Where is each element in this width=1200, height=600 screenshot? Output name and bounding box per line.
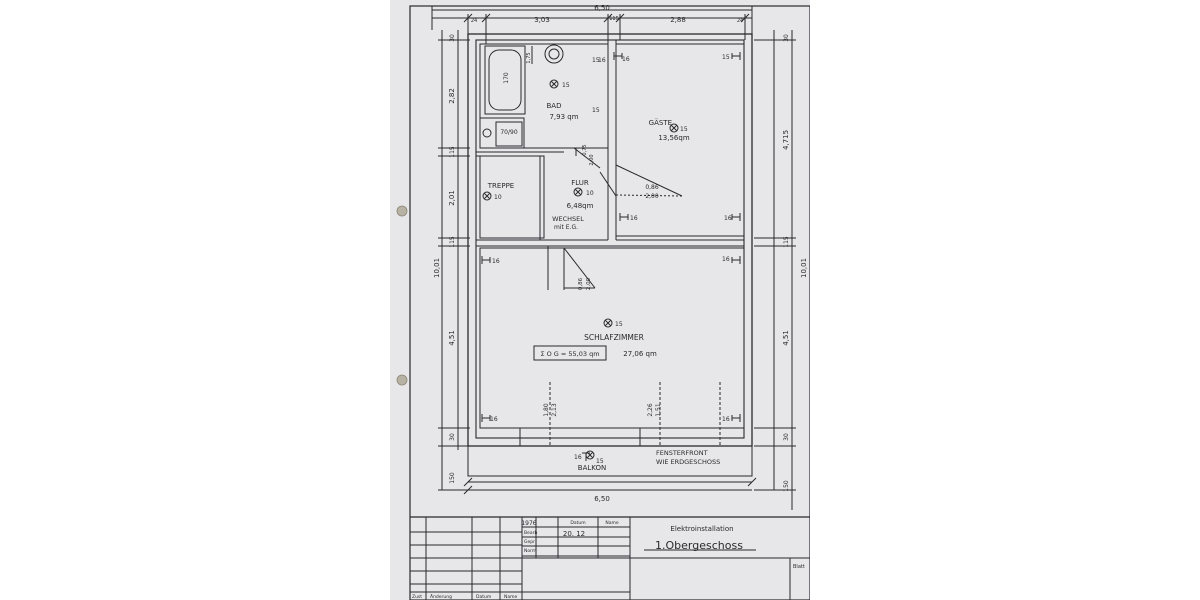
window2-bottom: 1,51 bbox=[655, 403, 662, 417]
dim-left-lower: 4,51 bbox=[448, 330, 456, 346]
gaeste-outlet-3: 16 bbox=[724, 215, 732, 222]
tb-bearb-date: 20. 12 bbox=[563, 530, 585, 538]
bed-outlet-3: 16 bbox=[490, 416, 498, 423]
bed-outlet-4: 16 bbox=[722, 416, 730, 423]
flur-light-label: 10 bbox=[586, 190, 594, 197]
bad-switch-1: 15 bbox=[592, 57, 600, 64]
dim-left-wall-a: 115 bbox=[449, 146, 456, 158]
drawing-frame bbox=[409, 5, 810, 600]
schlafzimmer-name: SCHLAFZIMMER bbox=[584, 333, 644, 342]
dim-right-wall: 115 bbox=[783, 236, 790, 248]
treppe-room bbox=[479, 155, 545, 239]
balkon-socket-label: 16 bbox=[574, 454, 582, 461]
gaeste-room bbox=[615, 43, 745, 237]
bad-switch-2: 15 bbox=[592, 107, 600, 114]
bath-door-bottom: 2,00 bbox=[589, 154, 595, 165]
dim-overall-depth-left: 10,01 bbox=[433, 258, 441, 278]
dim-left-upper: 2,82 bbox=[448, 88, 456, 104]
tb-row-bearb: Bearb bbox=[524, 530, 537, 536]
dim-left-wall: 24 bbox=[471, 18, 477, 24]
sink-label: 70/90 bbox=[500, 129, 517, 136]
toilet bbox=[544, 44, 564, 64]
dim-right-lower: 4,51 bbox=[782, 330, 790, 346]
dim-left-bottom-wall: 30 bbox=[449, 433, 456, 441]
tb-project: Elektroinstallation bbox=[670, 525, 733, 533]
toilet-note: 1,75 bbox=[526, 52, 532, 63]
bad-outlet-1: 16 bbox=[598, 57, 606, 64]
gaeste-outlet-1: 16 bbox=[622, 56, 630, 63]
bed-door-bottom: 2,00 bbox=[586, 277, 592, 290]
tb-drawing-title: 1.Obergeschoss bbox=[655, 539, 743, 552]
punch-hole bbox=[396, 374, 408, 386]
window1-top: 1,80 bbox=[543, 403, 550, 417]
tb-row-norm: Norm bbox=[524, 548, 536, 554]
dim-left-balkon: 150 bbox=[449, 472, 456, 484]
gaeste-name: GÄSTE bbox=[649, 118, 672, 127]
dim-right-upper: 4,715 bbox=[782, 130, 790, 150]
bed-light-label: 15 bbox=[615, 321, 623, 328]
facade-note-line1: FENSTERFRONT bbox=[656, 449, 708, 457]
gaeste-door-top: 0,86 bbox=[645, 184, 659, 191]
punch-hole bbox=[396, 205, 408, 217]
dim-left-wall-b: 115 bbox=[449, 236, 456, 248]
bathtub-label: 170 bbox=[503, 72, 510, 84]
dim-right-top-wall: 30 bbox=[783, 34, 790, 42]
dim-gaeste-width: 2,88 bbox=[670, 16, 686, 24]
bed-door-top: 0,86 bbox=[578, 277, 584, 290]
tb-rev-aenderung: Änderung bbox=[430, 593, 452, 600]
dim-left-flur: 2,01 bbox=[448, 190, 456, 206]
sink-unit bbox=[479, 117, 525, 149]
gaeste-area: 13,56qm bbox=[658, 134, 689, 142]
drawing-sheet: 6,50 24 3,03 115 2,88 24 30 2,82 115 2,0… bbox=[390, 0, 810, 600]
schlafzimmer-area: 27,06 qm bbox=[623, 350, 657, 358]
bath-door-top: 0,75 bbox=[582, 144, 588, 155]
treppe-light-label: 10 bbox=[494, 194, 502, 201]
tb-rev-zust: Zust bbox=[412, 594, 422, 600]
overall-width-bottom: 6,50 bbox=[594, 495, 610, 503]
dim-right-wall: 24 bbox=[737, 18, 743, 24]
tb-year: 1976 bbox=[521, 520, 536, 527]
wechsel-line1: WECHSEL bbox=[552, 215, 584, 223]
bad-area: 7,93 qm bbox=[549, 113, 578, 121]
schlafzimmer-room bbox=[479, 247, 745, 429]
title-block-grid bbox=[410, 517, 810, 600]
balkon-name: BALKON bbox=[578, 464, 606, 472]
total-area-box bbox=[533, 345, 607, 361]
treppe-name: TREPPE bbox=[487, 182, 514, 190]
balkon-light-label: 15 bbox=[596, 458, 604, 465]
gaeste-light-label: 15 bbox=[680, 126, 688, 133]
gaeste-outlet-2: 16 bbox=[630, 215, 638, 222]
wechsel-line2: mit E.G. bbox=[554, 224, 578, 231]
flur-name: FLUR bbox=[571, 179, 589, 187]
bad-light-label: 15 bbox=[562, 82, 570, 89]
dim-overall-depth-right: 10,01 bbox=[800, 258, 808, 278]
tb-blatt: Blatt bbox=[793, 564, 805, 570]
tb-col-name: Name bbox=[605, 520, 619, 526]
tb-rev-datum: Datum bbox=[476, 594, 491, 600]
tb-col-datum: Datum bbox=[570, 520, 585, 526]
overall-width-top: 6,50 bbox=[594, 4, 610, 12]
tb-row-gepr: Gepr bbox=[524, 539, 535, 545]
total-area: Σ O G = 55,03 qm bbox=[540, 350, 599, 358]
dim-right-bottom-wall: 30 bbox=[783, 433, 790, 441]
bathtub bbox=[484, 45, 526, 115]
bad-name: BAD bbox=[547, 102, 562, 110]
dim-left-top-wall: 30 bbox=[449, 34, 456, 42]
floor-plan-drawing: 6,50 24 3,03 115 2,88 24 30 2,82 115 2,0… bbox=[396, 4, 810, 600]
socket-symbols bbox=[481, 52, 741, 461]
dim-mid-wall: 115 bbox=[609, 16, 619, 22]
flur-area: 6,48qm bbox=[567, 202, 594, 210]
light-symbols bbox=[482, 79, 679, 460]
gaeste-door-bottom: 2,00 bbox=[645, 193, 659, 200]
gaeste-switch-1: 15 bbox=[722, 54, 730, 61]
tb-rev-name: Name bbox=[504, 594, 518, 600]
balkon-area bbox=[467, 445, 753, 477]
window1-bottom: 2,13 bbox=[551, 403, 558, 417]
window2-top: 2,26 bbox=[647, 403, 654, 417]
bed-outlet-2: 16 bbox=[722, 256, 730, 263]
bed-outlet-1: 16 bbox=[492, 258, 500, 265]
facade-note-line2: WIE ERDGESCHOSS bbox=[656, 458, 720, 466]
dim-bad-width: 3,03 bbox=[534, 16, 550, 24]
dim-right-balkon: 150 bbox=[783, 480, 790, 492]
